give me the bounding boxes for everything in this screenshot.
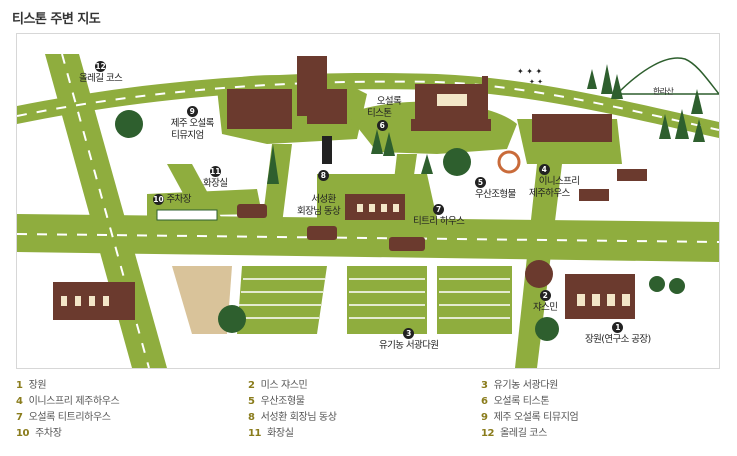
- map-label-hallasan[interactable]: 한라산: [653, 87, 674, 96]
- svg-text:✦ ✦ ✦: ✦ ✦ ✦: [517, 67, 542, 76]
- horses: [579, 169, 647, 201]
- map-label-jangwon[interactable]: 1 장원(연구소 공장): [585, 322, 651, 345]
- map-illustration: ✦ ✦ ✦ ✦ ✦: [17, 53, 719, 368]
- page-title: 티스톤 주변 지도: [12, 12, 101, 27]
- parking-stalls: [156, 209, 218, 221]
- map-label-tea-museum[interactable]: 9 제주 오설록 티뮤지엄: [170, 106, 214, 141]
- statue: [322, 136, 332, 164]
- mountain: [615, 57, 719, 95]
- map-label-jasmine[interactable]: 2 쟈스민: [533, 290, 558, 313]
- map-label-organic-farm[interactable]: 3 유기농 서광다원: [379, 328, 439, 351]
- map-label-olle[interactable]: 12 올레길 코스: [79, 61, 123, 84]
- map-label-innisfree[interactable]: 4 이니스프리 제주하우스: [529, 164, 580, 199]
- trees: [115, 64, 705, 341]
- svg-text:✦ ✦: ✦ ✦: [529, 78, 543, 86]
- map[interactable]: ✦ ✦ ✦ ✦ ✦ 12 올레길 코스 9 제주 오설록 티뮤지엄 오설록 티스…: [16, 33, 720, 369]
- map-label-umbrella[interactable]: 5 우산조형물: [475, 177, 516, 200]
- map-label-parking[interactable]: 10 주차장: [153, 194, 191, 205]
- cars: [237, 204, 425, 251]
- field-stripes: [238, 278, 510, 319]
- dry-field: [172, 266, 232, 334]
- map-label-restroom[interactable]: 11 화장실: [203, 166, 228, 189]
- road-lines: [17, 53, 719, 368]
- map-label-statue[interactable]: 8 서성환 회장님 동상: [297, 170, 341, 217]
- map-label-teastone[interactable]: 오설록 티스톤 6: [367, 96, 402, 131]
- umbrella-sculpture: [497, 150, 521, 174]
- teapot: [525, 260, 553, 288]
- map-label-teatree-house[interactable]: 7 티트리 하우스: [413, 204, 465, 227]
- birds: ✦ ✦ ✦ ✦ ✦: [517, 67, 543, 86]
